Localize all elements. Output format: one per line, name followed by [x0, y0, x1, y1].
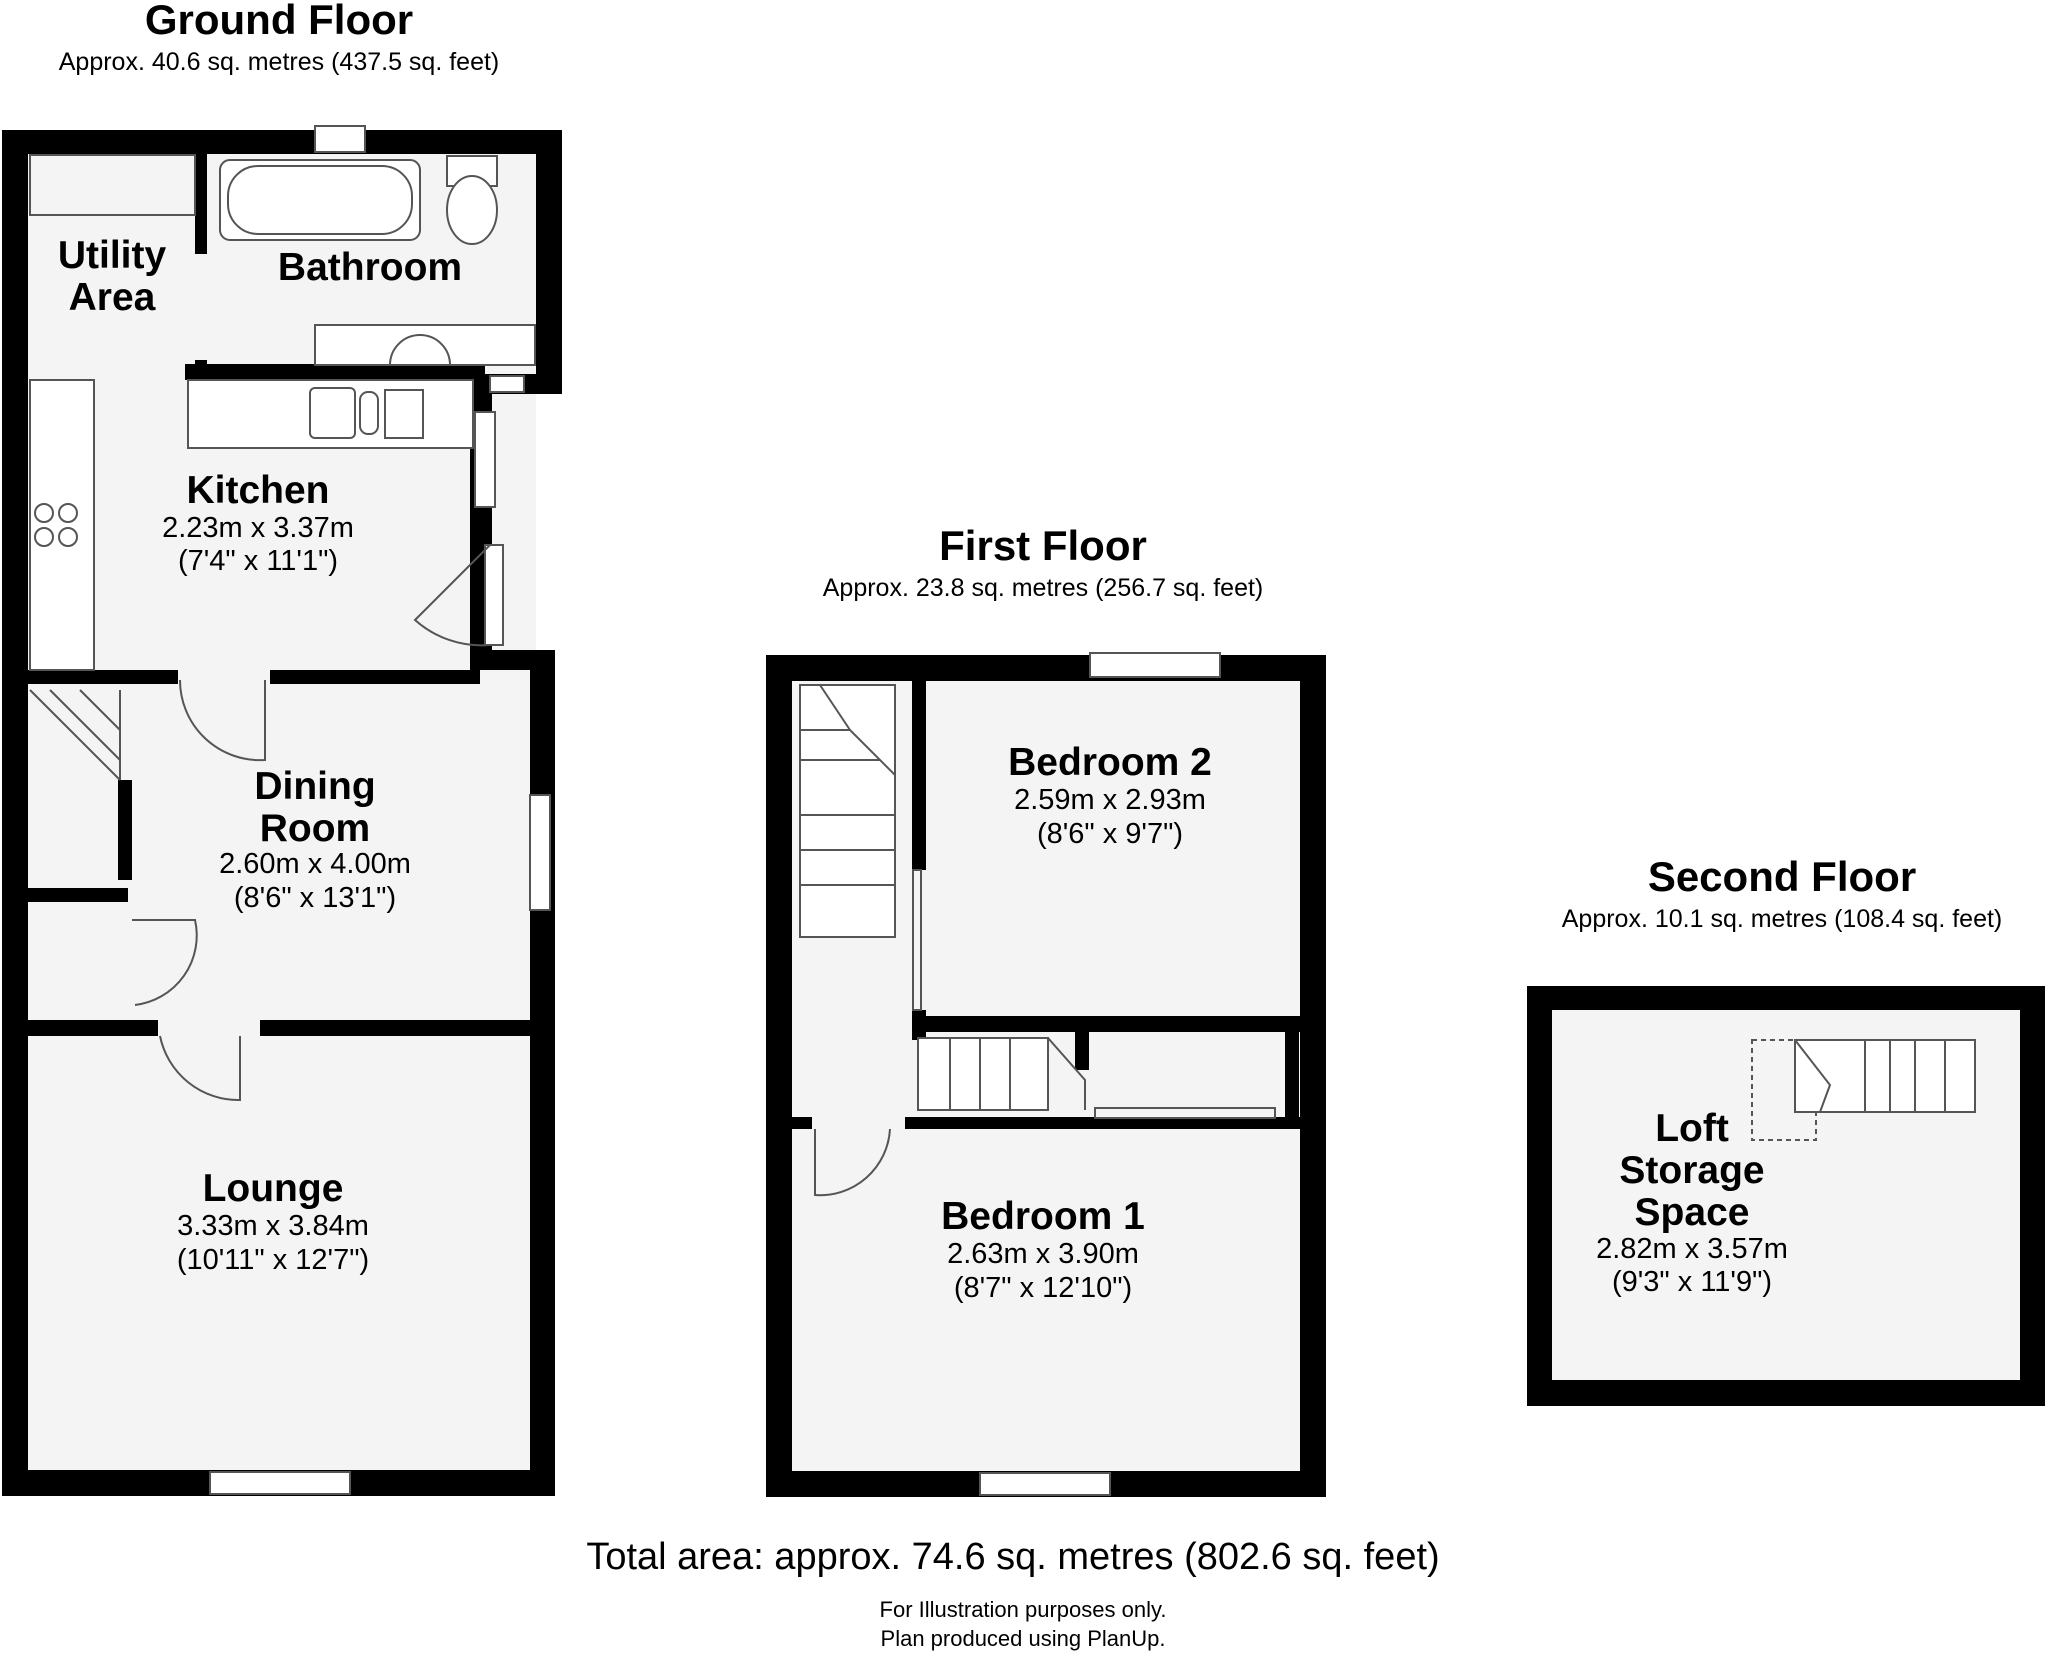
disclaimer-line-1: For Illustration purposes only.	[880, 1597, 1167, 1622]
wall	[270, 670, 480, 684]
wall	[118, 780, 132, 880]
first-floor-area: Approx. 23.8 sq. metres (256.7 sq. feet)	[823, 574, 1264, 602]
kitchen-label: Kitchen	[186, 469, 329, 512]
window	[529, 794, 551, 911]
cupboard-door-icon	[132, 919, 198, 1006]
bedroom2-dim-ft: (8'6" x 9'7")	[1037, 818, 1183, 850]
toilet-icon	[446, 175, 498, 245]
bathroom-label: Bathroom	[278, 246, 462, 289]
wall	[2, 130, 562, 154]
lounge-label: Lounge	[203, 1167, 344, 1210]
wall	[766, 655, 1326, 681]
side-worktop-icon	[29, 379, 95, 671]
loft-label-2: Storage	[1619, 1149, 1764, 1192]
stairs-down-icon	[917, 1037, 1049, 1111]
first-floor: First Floor Approx. 23.8 sq. metres (256…	[766, 522, 1326, 1497]
drainer-icon	[384, 389, 424, 439]
wall	[536, 130, 562, 394]
wall	[260, 1020, 535, 1036]
ground-floor-title: Ground Floor	[145, 0, 413, 43]
sink-icon	[309, 387, 356, 439]
wall	[2, 130, 28, 1496]
second-floor: Second Floor Approx. 10.1 sq. metres (10…	[1527, 853, 2045, 1406]
kitchen-door-icon	[178, 679, 266, 762]
kitchen-dim-ft: (7'4" x 11'1")	[178, 545, 338, 577]
wall	[195, 154, 207, 254]
loft-label-1: Loft	[1655, 1107, 1729, 1150]
bedroom1-door-icon	[814, 1128, 891, 1197]
loft-dim-ft: (9'3" x 11'9")	[1612, 1266, 1772, 1298]
window	[474, 411, 496, 508]
ground-floor-area: Approx. 40.6 sq. metres (437.5 sq. feet)	[59, 48, 500, 76]
lounge-dim-ft: (10'11" x 12'7")	[177, 1244, 369, 1276]
kitchen-dim-m: 2.23m x 3.37m	[162, 512, 354, 544]
dining-room-dim-ft: (8'6" x 13'1")	[234, 882, 396, 914]
bedroom1-label: Bedroom 1	[941, 1195, 1145, 1238]
dining-room-label-2: Room	[260, 807, 371, 850]
wall	[1527, 986, 2045, 1010]
ground-floor: Ground Floor Approx. 40.6 sq. metres (43…	[2, 0, 562, 1496]
disclaimer-line-2: Plan produced using PlanUp.	[881, 1626, 1166, 1651]
first-floor-title: First Floor	[939, 522, 1147, 569]
window	[209, 1471, 351, 1495]
wall	[1285, 1030, 1299, 1120]
bedroom2-label: Bedroom 2	[1008, 741, 1212, 784]
second-floor-area: Approx. 10.1 sq. metres (108.4 sq. feet)	[1562, 905, 2003, 933]
hob-icon	[34, 503, 54, 523]
wall	[1527, 986, 1552, 1406]
utility-counter-icon	[29, 154, 196, 216]
stairs-icon	[799, 684, 896, 938]
wall	[1075, 1030, 1089, 1070]
wall	[28, 670, 178, 684]
wall	[470, 650, 555, 670]
lounge-door-icon	[159, 1035, 241, 1102]
total-area: Total area: approx. 74.6 sq. metres (802…	[586, 1536, 1439, 1578]
utility-area-label-1: Utility	[58, 234, 167, 277]
wall	[905, 1117, 1300, 1129]
bath-icon	[219, 159, 421, 241]
wall	[912, 680, 926, 870]
bedroom1-dim-ft: (8'7" x 12'10")	[954, 1272, 1132, 1304]
stairs-icon	[29, 689, 121, 781]
wall	[2020, 986, 2045, 1406]
bedroom2-door-icon	[912, 869, 922, 1011]
wall	[28, 888, 128, 902]
wall	[912, 1016, 1302, 1032]
window	[979, 1472, 1111, 1496]
window	[314, 125, 366, 153]
wall	[530, 660, 555, 1496]
sink-bowl-icon	[359, 391, 379, 435]
lounge-dim-m: 3.33m x 3.84m	[177, 1210, 369, 1242]
window	[489, 375, 525, 393]
loft-dim-m: 2.82m x 3.57m	[1596, 1233, 1788, 1265]
sliding-door-icon	[1094, 1107, 1276, 1119]
window	[484, 544, 504, 646]
dining-room-label-1: Dining	[254, 765, 375, 808]
loft-label-3: Space	[1635, 1191, 1750, 1234]
wall	[28, 1020, 158, 1036]
back-door-icon	[413, 544, 491, 647]
bedroom1-dim-m: 2.63m x 3.90m	[947, 1238, 1139, 1270]
dining-room-dim-m: 2.60m x 4.00m	[219, 848, 411, 880]
window	[1089, 652, 1221, 678]
wall	[1527, 1380, 2045, 1406]
basin-icon	[388, 334, 452, 366]
loft-hatch-icon	[1751, 1039, 1817, 1141]
wall	[766, 655, 792, 1497]
second-floor-title: Second Floor	[1648, 853, 1916, 900]
wall	[185, 364, 485, 380]
bedroom2-dim-m: 2.59m x 2.93m	[1014, 784, 1206, 816]
wall	[1300, 655, 1326, 1497]
utility-area-label-2: Area	[69, 276, 156, 319]
wall	[792, 1117, 812, 1129]
